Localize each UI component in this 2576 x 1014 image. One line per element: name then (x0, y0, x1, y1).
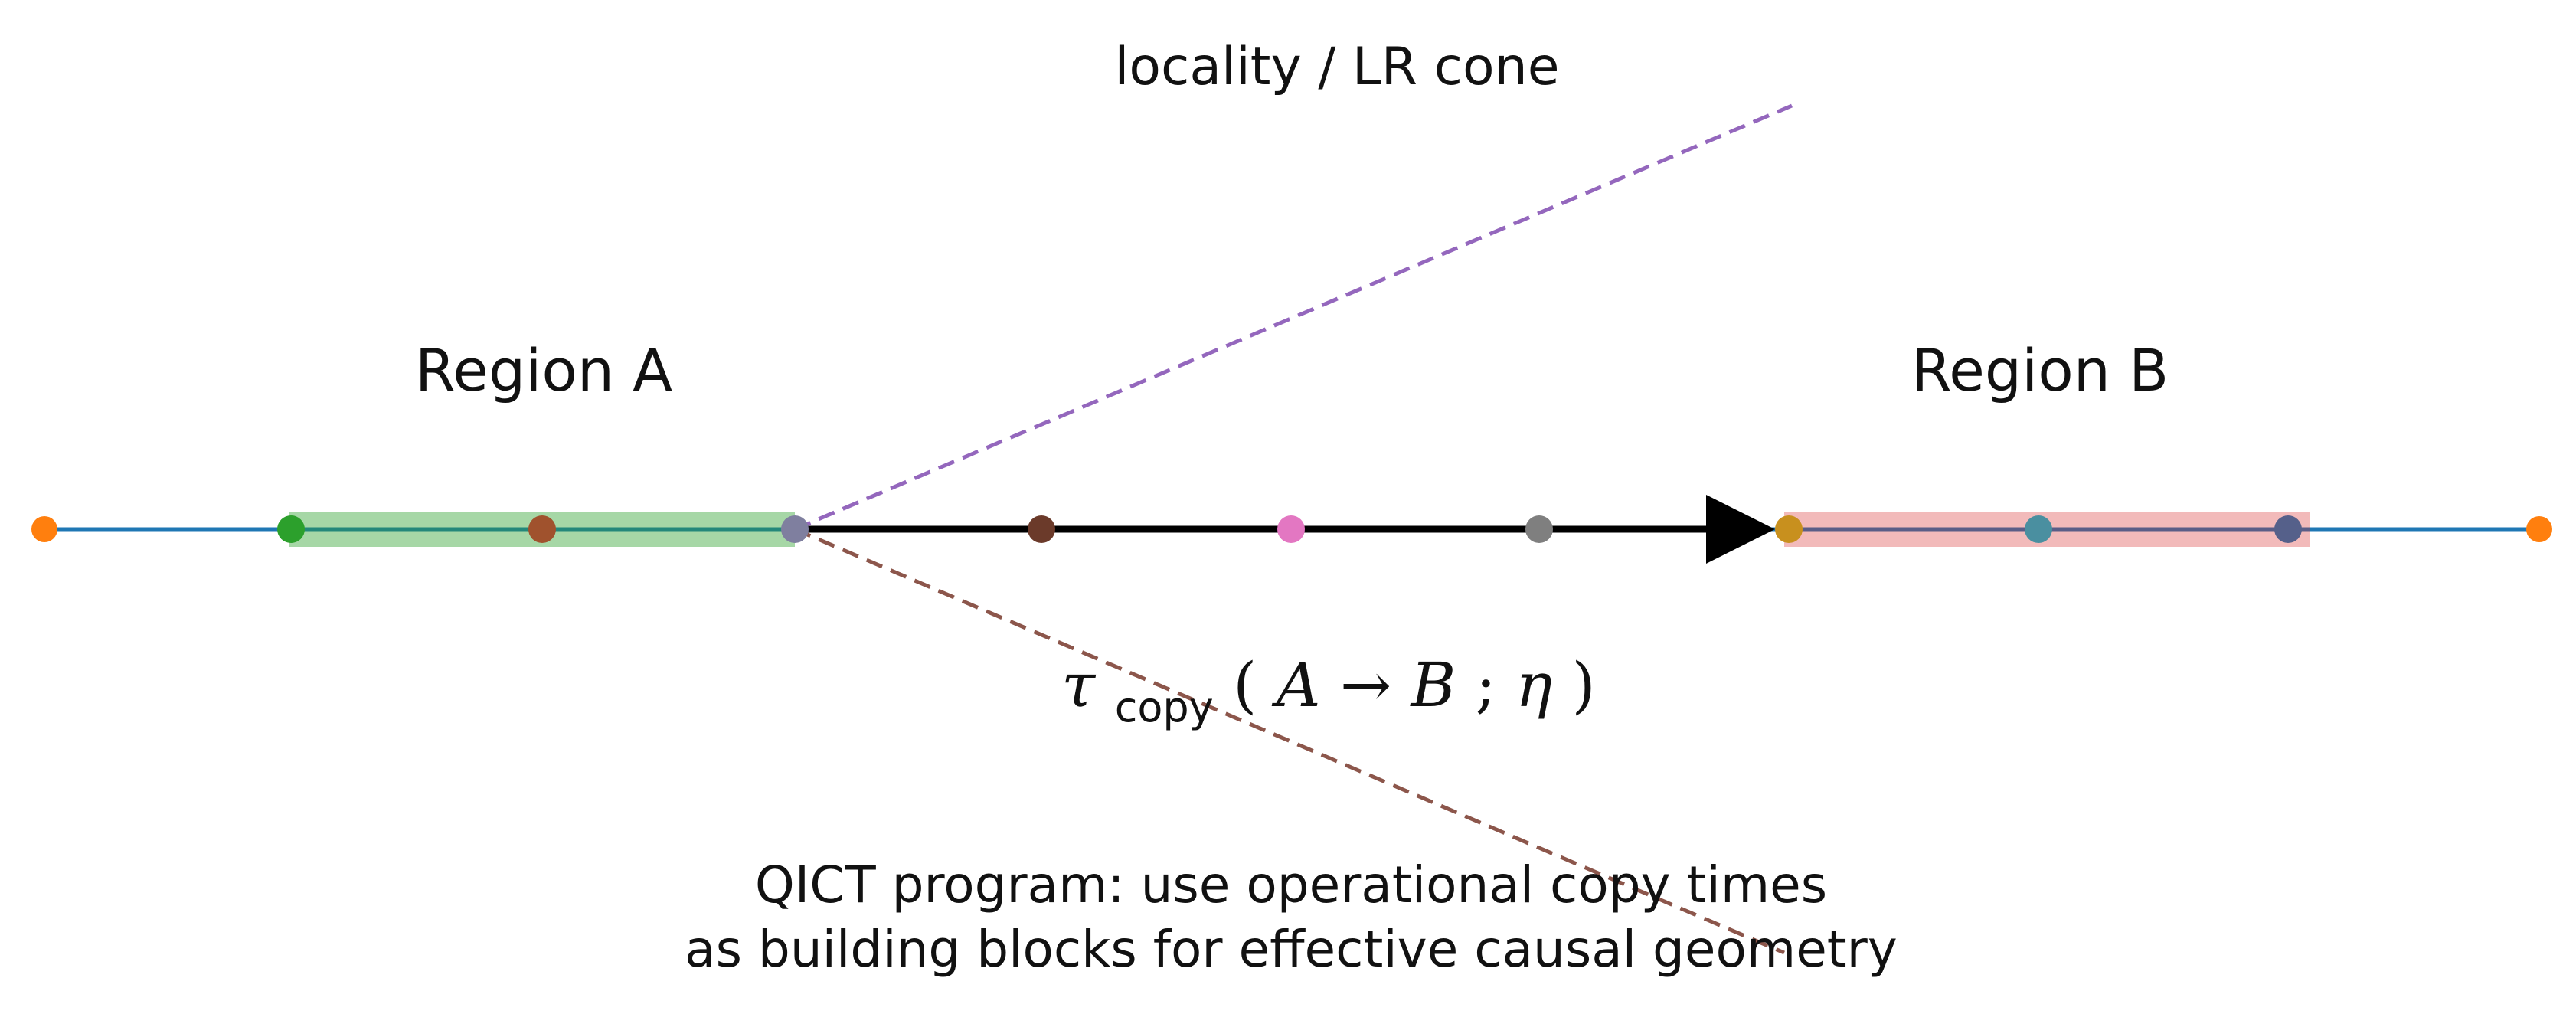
copy-time-symbol: τ (1061, 649, 1097, 721)
lattice-site (528, 515, 556, 543)
lattice-sites (31, 515, 2552, 543)
lattice-site (2274, 515, 2302, 543)
copy-time-region-b: B (1409, 649, 1456, 721)
lattice-site (1525, 515, 1553, 543)
lattice-site (2025, 515, 2052, 543)
copy-time-close-paren: ) (1571, 649, 1595, 721)
region-b-label: Region B (1911, 336, 2169, 404)
lattice-site (1775, 515, 1803, 543)
lr-cone-label: locality / LR cone (1114, 37, 1559, 97)
caption-line-2: as building blocks for effective causal … (685, 920, 1898, 979)
lr-cone-upper-line (794, 103, 1793, 532)
lattice-site (2526, 516, 2552, 542)
lattice-site (1277, 515, 1305, 543)
copy-time-arrow: → (1340, 649, 1391, 721)
lattice-site (1028, 515, 1055, 543)
copy-time-subscript: copy (1115, 683, 1214, 731)
copy-time-open-paren: ( (1233, 649, 1257, 721)
lr-cone-lower-line (794, 527, 1785, 955)
lattice-site (31, 516, 57, 542)
region-a-label: Region A (415, 336, 672, 404)
lattice-site (277, 515, 305, 543)
copy-time-separator: ; (1476, 649, 1515, 721)
lattice-site (781, 515, 809, 543)
copy-time-eta: η (1515, 649, 1552, 721)
copy-time-label: τ copy ( A → B ; η ) (1061, 649, 1596, 736)
caption-line-1: QICT program: use operational copy times (755, 855, 1827, 914)
copy-time-region-a: A (1271, 649, 1321, 721)
